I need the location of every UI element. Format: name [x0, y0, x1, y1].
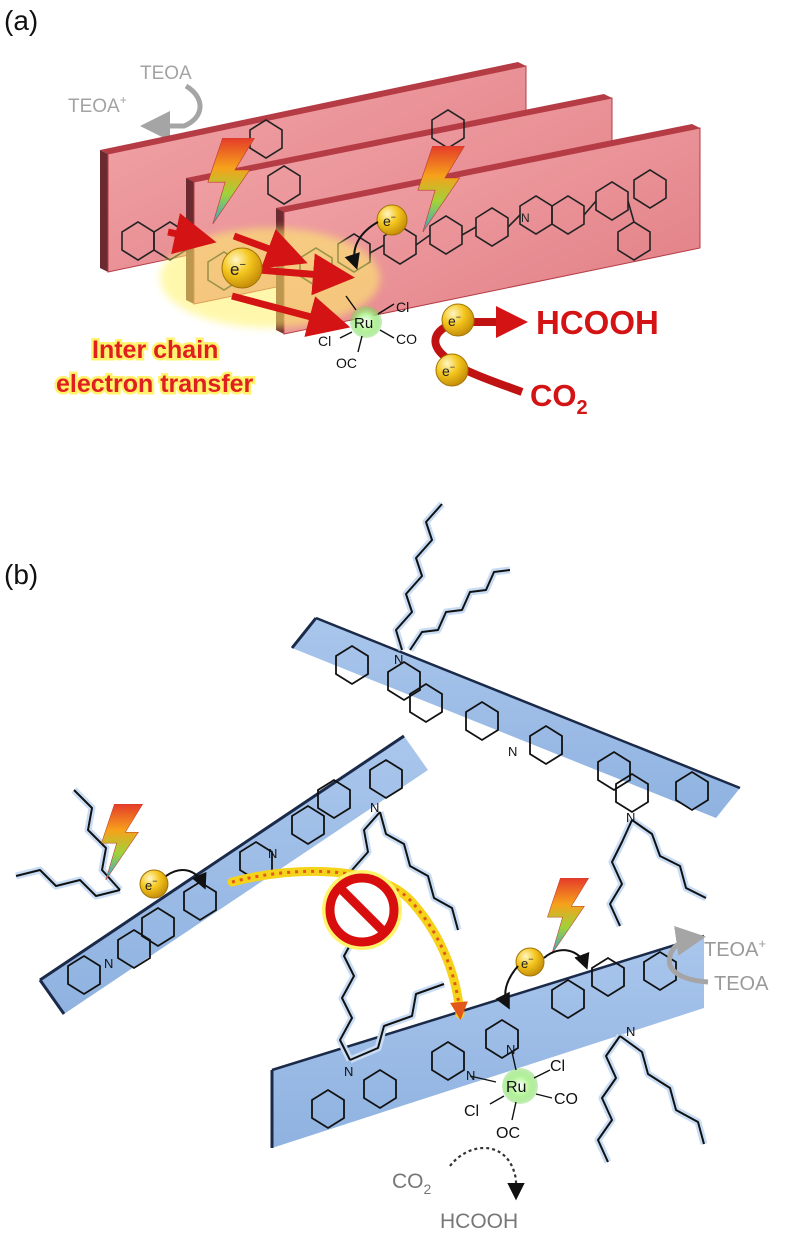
n-atom-b10: N — [626, 1024, 635, 1039]
ru-label-b: Ru — [506, 1079, 526, 1096]
n-atom-b1: N — [394, 652, 403, 667]
ru-bonds-a — [339, 295, 395, 353]
hcooh-label-a: HCOOH — [536, 304, 659, 341]
ru-glow-b — [502, 1068, 538, 1104]
ru-glow-a — [350, 306, 382, 338]
light-bolt-icon-b1 — [101, 804, 144, 880]
co2-label-a: CO2 — [530, 378, 588, 419]
svg-text:e−: e− — [145, 876, 158, 893]
interchain-label: Inter chain electron transfer — [54, 334, 257, 401]
n-atom-b9: N — [506, 1042, 515, 1057]
n-atom-a: N — [521, 211, 530, 225]
blocked-transfer-dots — [231, 869, 468, 1020]
electron-hop-arrow-b3 — [543, 949, 590, 970]
teoa-label-a: TEOA — [140, 63, 192, 84]
hcooh-label-b: HCOOH — [440, 1210, 518, 1233]
n-atom-b7: N — [344, 1064, 353, 1079]
teoa-label-b: TEOA — [714, 973, 769, 995]
cl-top-a: Cl — [396, 299, 409, 315]
teoa-oxidation-arrow-a — [140, 83, 203, 141]
panel-a-label: (a) — [4, 5, 38, 36]
electron-a3: e− — [441, 303, 475, 337]
n-atom-b2: N — [508, 744, 517, 759]
electron-transfer-arrow-b2 — [495, 965, 519, 1010]
blue-sheet-left — [38, 734, 428, 1015]
co-right-a: CO — [396, 331, 417, 347]
panel-b-label: (b) — [4, 559, 38, 590]
electron-a4: e− — [435, 353, 469, 387]
oc-bottom-a: OC — [336, 355, 357, 371]
svg-text:e−: e− — [448, 312, 461, 329]
electron-b2: e− — [515, 947, 545, 977]
cl-top-b: Cl — [550, 1058, 565, 1075]
co2-label-b: CO2 — [392, 1170, 432, 1197]
ru-label-a: Ru — [354, 315, 373, 332]
blue-sheet-upper — [290, 616, 741, 818]
co2-reduction-arrow-b — [449, 1146, 525, 1201]
cl-left-b: Cl — [464, 1103, 479, 1120]
blue-sheet-lower — [270, 934, 705, 1148]
co-right-b: CO — [554, 1091, 578, 1108]
electron-b1: e− — [139, 869, 169, 899]
glow-interchain — [160, 228, 380, 328]
n-atom-b3: N — [626, 810, 635, 825]
electron-transfer-arrow-b1 — [165, 869, 207, 890]
electron-transfer-arrow-a — [344, 221, 379, 270]
electron-a2: e− — [376, 204, 408, 236]
light-bolt-icon-b2 — [547, 878, 590, 954]
svg-text:e−: e− — [383, 212, 396, 229]
n-atom-b6: N — [370, 800, 379, 815]
svg-text:e−: e− — [230, 259, 246, 279]
svg-text:e−: e− — [521, 954, 534, 971]
n-atom-b5: N — [268, 846, 277, 861]
svg-text:electron transfer: electron transfer — [56, 370, 254, 398]
electron-a1: e− — [221, 247, 263, 289]
teoa-plus-label-b: TEOA+ — [704, 936, 766, 961]
oc-bottom-b: OC — [496, 1125, 520, 1142]
n-atom-b4: N — [104, 956, 113, 971]
svg-text:Inter chain: Inter chain — [92, 336, 218, 364]
prohibited-icon — [322, 870, 402, 950]
teoa-plus-label-a: TEOA+ — [68, 93, 127, 117]
ru-bonds-b — [469, 1051, 553, 1121]
svg-text:e−: e− — [442, 362, 455, 379]
polymer-backbone-b — [67, 644, 709, 1130]
teoa-oxidation-arrow-b — [666, 925, 709, 985]
alkyl-chains — [15, 501, 708, 1164]
hcooh-arrowhead-a — [496, 306, 528, 338]
cl-left-a: Cl — [318, 333, 331, 349]
